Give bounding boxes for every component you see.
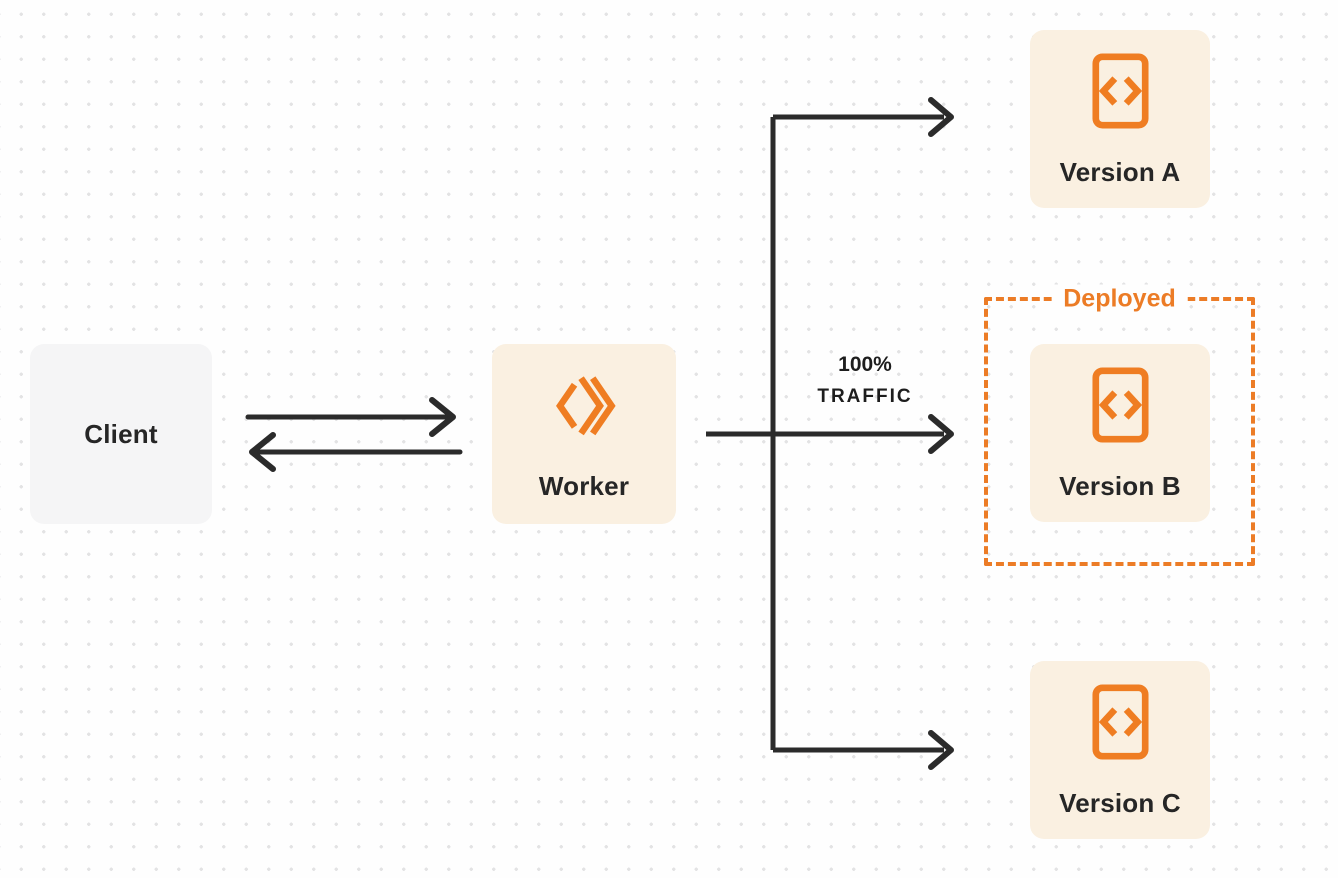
version-a-label: Version A: [1059, 157, 1181, 187]
node-client: Client: [30, 344, 212, 524]
arrowhead-to-version-a: [928, 97, 954, 137]
client-label: Client: [84, 418, 158, 449]
arrowhead-to-version-b: [928, 414, 954, 454]
node-worker: Worker: [492, 344, 676, 524]
edge-worker-trunk: [706, 114, 944, 753]
code-page-icon: [1091, 53, 1149, 129]
code-page-icon: [1091, 367, 1149, 443]
traffic-word-text: TRAFFIC: [817, 386, 913, 407]
worker-label: Worker: [538, 471, 630, 501]
traffic-annotation: 100% TRAFFIC: [775, 350, 955, 414]
deployed-label: Deployed: [1051, 284, 1188, 314]
version-b-label: Version B: [1059, 471, 1181, 501]
node-version-c: Version C: [1030, 661, 1210, 839]
node-version-a: Version A: [1030, 30, 1210, 208]
traffic-percent-text: 100%: [838, 353, 892, 376]
deployed-outline: Deployed: [984, 284, 1255, 566]
arrowhead-client-to-worker: [429, 397, 456, 437]
node-version-b: Version B: [1030, 344, 1210, 522]
code-page-icon: [1091, 684, 1149, 760]
version-c-label: Version C: [1059, 788, 1181, 818]
arrowhead-to-version-c: [928, 730, 954, 770]
arrowhead-worker-to-client: [249, 432, 276, 472]
workers-chevron-icon: [556, 376, 616, 436]
